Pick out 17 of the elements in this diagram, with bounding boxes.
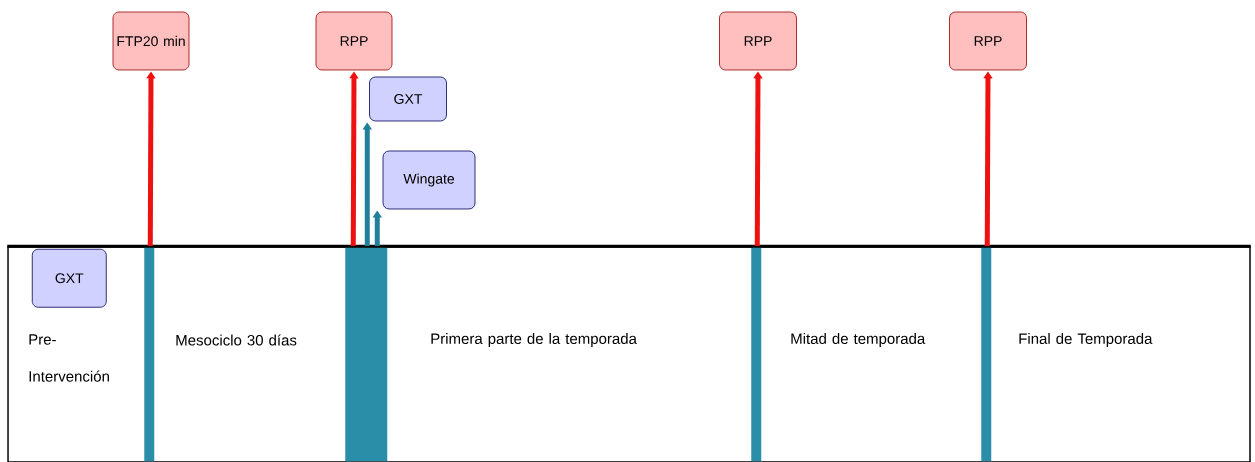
divider-bar [144,246,155,462]
phase-label: Mitad de temporada [791,333,926,347]
test-box: Wingate [382,150,476,210]
test-box: RPP [949,11,1027,71]
test-box: FTP20 min [112,11,190,71]
divider-bar [751,246,762,462]
divider-bar [345,246,388,462]
test-box: RPP [719,11,797,71]
timeline-frame [7,246,1251,462]
test-box: GXT [31,248,107,308]
phase-label: Final de Temporada [1019,333,1153,347]
test-box: RPP [315,11,393,71]
divider-bar [981,246,992,462]
test-box: GXT [369,76,447,122]
phase-label: Primera parte de la temporada [431,333,637,347]
phase-label: Pre- Intervención [29,334,109,382]
phase-label: Mesociclo 30 días [176,334,297,346]
